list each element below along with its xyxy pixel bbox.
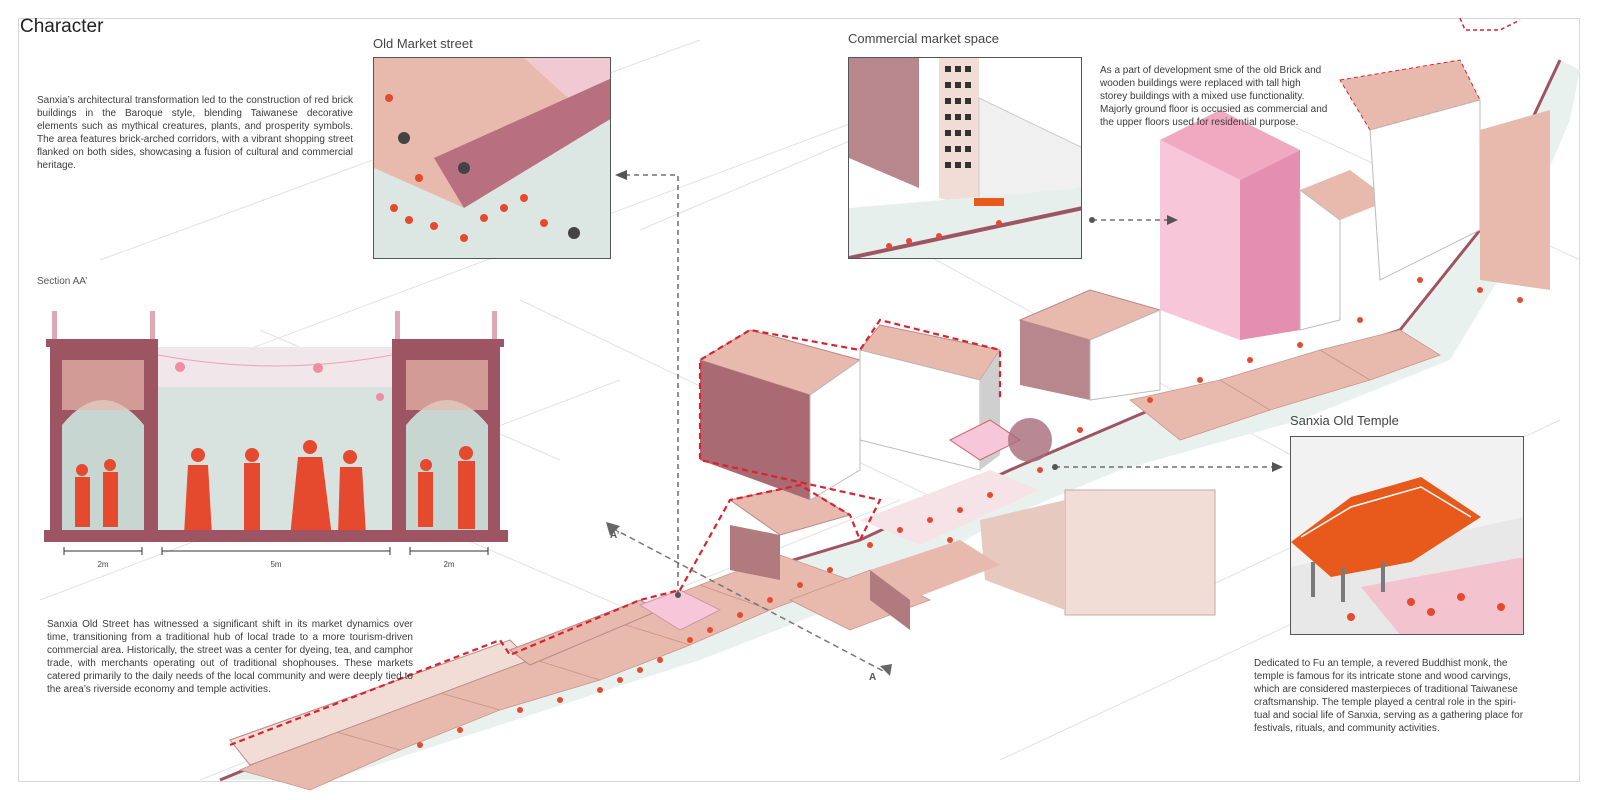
right-upper-wall bbox=[406, 360, 488, 410]
pedestrians bbox=[417, 277, 1523, 748]
section-label: Section AA’ bbox=[37, 276, 88, 287]
callout-connectors bbox=[625, 174, 1275, 595]
street-rooftops bbox=[238, 329, 1441, 791]
tree bbox=[1008, 418, 1052, 462]
board-frame bbox=[18, 18, 1580, 782]
lantern bbox=[376, 393, 384, 401]
dimension-lines bbox=[63, 547, 489, 555]
central-blocks bbox=[698, 324, 1001, 501]
temple-text: Dedicated to Fu an temple, a revered Bud… bbox=[1254, 658, 1524, 734]
section-aa-drawing bbox=[44, 311, 508, 555]
heritage-boundary bbox=[229, 318, 1002, 747]
sky bbox=[158, 347, 392, 387]
callout-dot-commercial bbox=[1089, 217, 1095, 223]
left-cornice bbox=[46, 339, 158, 347]
arrow-old-market bbox=[615, 170, 627, 180]
right-cornice bbox=[392, 339, 504, 347]
lantern bbox=[313, 363, 323, 373]
section-marker-end: A bbox=[869, 672, 877, 683]
lantern-string bbox=[157, 354, 393, 367]
post bbox=[492, 311, 497, 343]
callout-dot-old-market bbox=[675, 592, 681, 598]
section-ground bbox=[44, 530, 508, 542]
commercial-text: As a part of development sme of the old … bbox=[1100, 65, 1328, 128]
left-upper-wall bbox=[62, 360, 144, 410]
upper-boundary bbox=[1459, 17, 1521, 31]
commercial-buildings bbox=[1018, 59, 1550, 401]
post bbox=[52, 311, 57, 343]
old-market-inset bbox=[373, 57, 611, 259]
lantern bbox=[175, 362, 185, 372]
old-street-buildings bbox=[229, 484, 852, 766]
old-market-label: Old Market street bbox=[373, 36, 473, 51]
section-marker-start: A’ bbox=[610, 530, 620, 541]
temple-plaza bbox=[860, 470, 1040, 545]
temple-drawing bbox=[1291, 437, 1523, 634]
old-market-drawing bbox=[374, 58, 610, 258]
callout-dot-temple bbox=[1052, 464, 1058, 470]
dim-right: 2m bbox=[443, 560, 455, 569]
section-cut-line bbox=[611, 527, 886, 673]
post bbox=[150, 311, 155, 343]
temple-label: Sanxia Old Temple bbox=[1290, 413, 1399, 428]
commercial-label: Commercial market space bbox=[848, 31, 999, 46]
arrow-temple bbox=[1272, 462, 1283, 472]
commercial-drawing bbox=[849, 58, 1081, 258]
lower-right-block bbox=[870, 489, 1216, 630]
commercial-inset bbox=[848, 57, 1082, 259]
section-arrow-end bbox=[880, 664, 892, 676]
market-history-text: Sanxia Old Street has witnessed a signif… bbox=[47, 619, 413, 695]
section-arrow-start bbox=[606, 522, 620, 536]
post bbox=[395, 311, 400, 343]
page-title: Character bbox=[20, 16, 104, 37]
section-people bbox=[75, 440, 475, 537]
arrow-commercial bbox=[1167, 215, 1178, 225]
dim-center: 5m bbox=[270, 560, 282, 569]
temple-inset bbox=[1290, 436, 1524, 635]
intro-text: Sanxia’s architectural transformation le… bbox=[37, 95, 353, 171]
dim-left: 2m bbox=[97, 560, 109, 569]
